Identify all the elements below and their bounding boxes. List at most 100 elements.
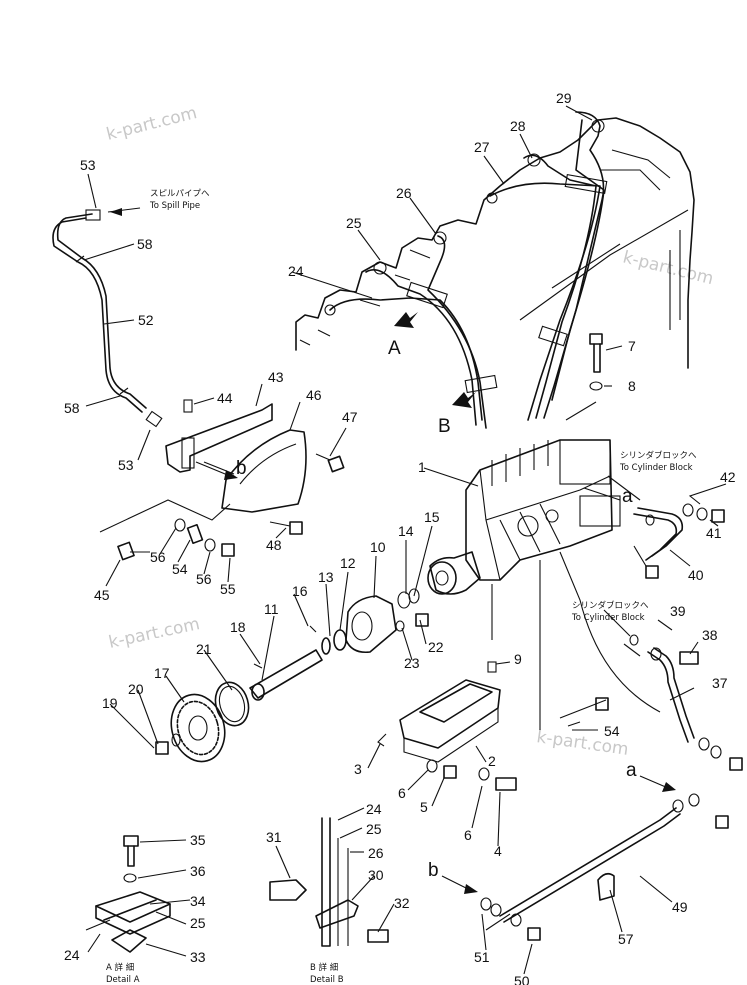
part-label: 55 <box>220 581 236 597</box>
detail-b-caption-en: Detail B <box>310 975 344 985</box>
cylinder-block-note-jp: シリンダブロックへ <box>620 450 697 461</box>
injection-pipes <box>324 111 608 429</box>
reference-arrows <box>195 461 676 894</box>
bolt-7-washer-8 <box>565 333 603 421</box>
part-label: 27 <box>474 139 490 155</box>
engine-block-outline <box>295 117 695 369</box>
part-number-labels: 53 58 52 58 53 44 43 46 47 48 45 56 54 5… <box>64 90 736 985</box>
pump-bracket <box>377 661 609 791</box>
part-label: 50 <box>514 973 530 985</box>
part-label: 34 <box>190 893 206 909</box>
part-label: 43 <box>268 369 284 385</box>
spill-pipe-note-jp: スピルパイプへ <box>150 189 210 199</box>
ref-letter-a: a <box>626 760 637 781</box>
part-label: 15 <box>424 509 440 525</box>
view-label-b: B <box>438 416 451 437</box>
leader-lines <box>83 105 727 975</box>
part-label: 24 <box>366 801 382 817</box>
part-label: 13 <box>318 569 334 585</box>
part-label: 36 <box>190 863 206 879</box>
part-label: 35 <box>190 832 206 848</box>
reference-letters: b a a b <box>236 458 637 881</box>
part-label: 42 <box>720 469 736 485</box>
view-label-a: A <box>388 338 401 359</box>
cylinder-block-pipe-2 <box>629 634 743 771</box>
part-label: 12 <box>340 555 356 571</box>
part-label: 3 <box>354 761 362 777</box>
part-label: 56 <box>150 549 166 565</box>
annotations: スピルパイプへ To Spill Pipe シリンダブロックへ To Cylin… <box>106 189 697 985</box>
part-label: 47 <box>342 409 358 425</box>
part-label: 6 <box>464 827 472 843</box>
part-label: 56 <box>196 571 212 587</box>
part-label: 4 <box>494 843 502 859</box>
part-label: 33 <box>190 949 206 965</box>
spill-pipe-note-en: To Spill Pipe <box>149 201 200 211</box>
cylinder-block-pipe <box>633 503 725 579</box>
cylinder-block-note-en: To Cylinder Block <box>619 463 693 473</box>
part-label: 25 <box>190 915 206 931</box>
ref-letter-a: a <box>622 486 633 507</box>
ref-letter-b: b <box>236 458 247 479</box>
part-label: 29 <box>556 90 572 106</box>
part-label: 21 <box>196 641 212 657</box>
part-label: 39 <box>670 603 686 619</box>
drive-gear <box>155 681 250 763</box>
part-label: 19 <box>102 695 118 711</box>
cylinder-block-note-2-en: To Cylinder Block <box>571 613 645 623</box>
part-label: 20 <box>128 681 144 697</box>
detail-a-assembly <box>85 835 171 953</box>
part-label: 58 <box>64 400 80 416</box>
part-label: 41 <box>706 525 722 541</box>
watermark: k-part.com <box>621 247 716 289</box>
view-arrows: A B <box>388 312 476 437</box>
ref-letter-b: b <box>428 860 439 881</box>
injection-pump <box>427 439 661 730</box>
detail-a-caption-en: Detail A <box>106 975 140 985</box>
part-label: 23 <box>404 655 420 671</box>
part-label: 22 <box>428 639 444 655</box>
part-label: 26 <box>396 185 412 201</box>
part-label: 24 <box>64 947 80 963</box>
part-label: 7 <box>628 338 636 354</box>
part-label: 30 <box>368 867 384 883</box>
part-label: 24 <box>288 263 304 279</box>
part-label: 49 <box>672 899 688 915</box>
part-label: 6 <box>398 785 406 801</box>
watermark: k-part.com <box>107 614 202 653</box>
part-label: 18 <box>230 619 246 635</box>
part-label: 46 <box>306 387 322 403</box>
cylinder-block-note-2-jp: シリンダブロックへ <box>572 600 649 611</box>
watermark: k-part.com <box>104 103 199 145</box>
part-label: 48 <box>266 537 282 553</box>
part-label: 11 <box>264 601 279 617</box>
control-rod <box>480 793 729 941</box>
part-label: 1 <box>418 459 426 475</box>
part-label: 57 <box>618 931 634 947</box>
part-label: 53 <box>118 457 134 473</box>
part-label: 58 <box>137 236 153 252</box>
part-label: 52 <box>138 312 154 328</box>
part-label: 37 <box>712 675 728 691</box>
part-label: 25 <box>346 215 362 231</box>
part-label: 10 <box>370 539 386 555</box>
part-label: 32 <box>394 895 410 911</box>
part-label: 40 <box>688 567 704 583</box>
detail-a-caption-jp: A 詳 細 <box>106 962 134 973</box>
part-label: 17 <box>154 665 170 681</box>
spill-pipe <box>52 207 163 428</box>
detail-b-caption-jp: B 詳 細 <box>310 962 338 973</box>
part-label: 54 <box>604 723 620 739</box>
part-label: 54 <box>172 561 188 577</box>
part-label: 31 <box>266 829 282 845</box>
part-label: 2 <box>488 753 496 769</box>
part-label: 9 <box>514 651 522 667</box>
part-label: 25 <box>366 821 382 837</box>
part-label: 38 <box>702 627 718 643</box>
part-label: 8 <box>628 378 636 394</box>
detail-b-assembly <box>269 817 389 947</box>
part-label: 14 <box>398 523 414 539</box>
part-label: 53 <box>80 157 96 173</box>
part-label: 28 <box>510 118 526 134</box>
